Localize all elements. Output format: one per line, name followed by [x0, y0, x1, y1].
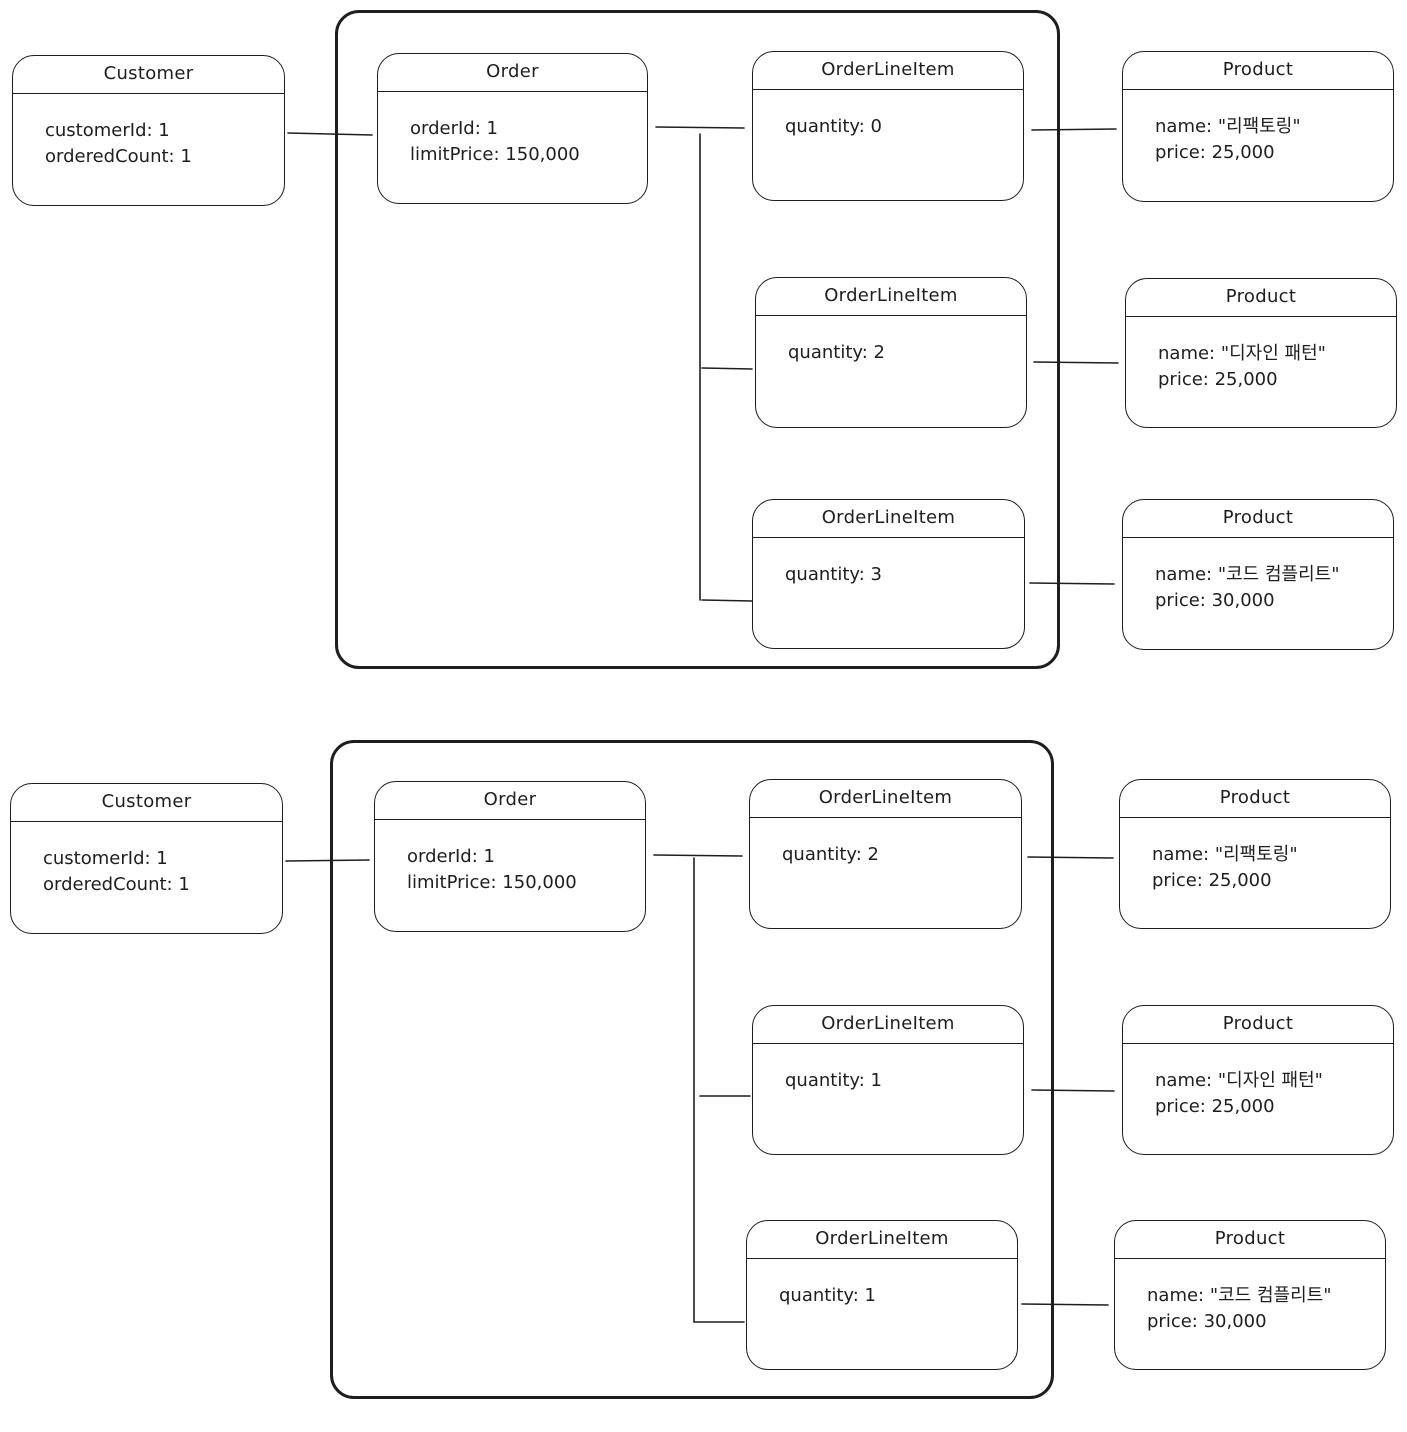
entity-field: quantity: 0	[785, 116, 882, 137]
customer-order-connector	[285, 859, 370, 862]
entity-field: price: 25,000	[1155, 1096, 1275, 1117]
entity-title: Product	[1120, 780, 1390, 818]
entity-field: quantity: 2	[788, 342, 885, 363]
entity-field: name: "코드 컴플리트"	[1155, 564, 1340, 585]
connector-lines	[287, 126, 1119, 602]
entity-field: name: "코드 컴플리트"	[1147, 1285, 1332, 1306]
entity-field: customerId: 1	[43, 848, 168, 869]
lineitem2-branch-connector	[701, 367, 753, 370]
order-line-item-entity[interactable]: OrderLineItem quantity: 3	[752, 499, 1025, 649]
order-line-item-entity[interactable]: OrderLineItem quantity: 2	[749, 779, 1022, 929]
entity-field: orderedCount: 1	[45, 146, 192, 167]
entity-field: quantity: 1	[785, 1070, 882, 1091]
lineitem2-product2-connector	[1031, 1089, 1115, 1092]
entity-title: Order	[375, 782, 645, 820]
entity-title: OrderLineItem	[756, 278, 1026, 316]
entity-field: limitPrice: 150,000	[407, 872, 577, 893]
entity-field: orderedCount: 1	[43, 874, 190, 895]
order-line-item-entity[interactable]: OrderLineItem quantity: 2	[755, 277, 1027, 428]
order-line-item-entity[interactable]: OrderLineItem quantity: 1	[752, 1005, 1024, 1155]
entity-title: Product	[1123, 1006, 1393, 1044]
entity-title: OrderLineItem	[750, 780, 1021, 818]
entity-title: Order	[378, 54, 647, 92]
diagram-after: Customer customerId: 1 orderedCount: 1 O…	[0, 728, 1407, 1432]
lineitem3-branch-connector	[701, 599, 753, 602]
entity-field: quantity: 1	[779, 1285, 876, 1306]
order-trunk-connector	[655, 126, 745, 129]
diagram-before: Customer customerId: 1 orderedCount: 1 O…	[0, 0, 1407, 704]
lineitem2-product2-connector	[1033, 361, 1119, 364]
product-entity[interactable]: Product name: "코드 컴플리트" price: 30,000	[1114, 1220, 1386, 1370]
order-aggregate-boundary	[330, 740, 1054, 1399]
entity-title: Product	[1115, 1221, 1385, 1259]
order-trunk-connector	[653, 854, 743, 857]
entity-field: limitPrice: 150,000	[410, 144, 580, 165]
entity-field: price: 25,000	[1155, 142, 1275, 163]
entity-title: Customer	[11, 784, 282, 822]
entity-title: OrderLineItem	[753, 500, 1024, 538]
product-entity[interactable]: Product name: "리팩토링" price: 25,000	[1119, 779, 1391, 929]
order-aggregate-boundary	[335, 10, 1060, 669]
entity-title: Product	[1123, 52, 1393, 90]
lineitem1-product1-connector	[1031, 128, 1117, 131]
lineitem3-product3-connector	[1029, 582, 1115, 585]
entity-title: Product	[1123, 500, 1393, 538]
entity-field: price: 30,000	[1147, 1311, 1267, 1332]
entity-field: price: 30,000	[1155, 590, 1275, 611]
entity-field: customerId: 1	[45, 120, 170, 141]
order-entity[interactable]: Order orderId: 1 limitPrice: 150,000	[377, 53, 648, 204]
entity-field: price: 25,000	[1152, 870, 1272, 891]
product-entity[interactable]: Product name: "디자인 패턴" price: 25,000	[1125, 278, 1397, 428]
order-line-item-entity[interactable]: OrderLineItem quantity: 0	[752, 51, 1024, 201]
entity-field: orderId: 1	[407, 846, 495, 867]
entity-field: quantity: 2	[782, 844, 879, 865]
entity-field: name: "디자인 패턴"	[1158, 343, 1326, 364]
entity-field: name: "리팩토링"	[1155, 116, 1301, 137]
entity-field: price: 25,000	[1158, 369, 1278, 390]
product-entity[interactable]: Product name: "코드 컴플리트" price: 30,000	[1122, 499, 1394, 650]
entity-title: Product	[1126, 279, 1396, 317]
customer-order-connector	[287, 132, 373, 136]
entity-field: orderId: 1	[410, 118, 498, 139]
lineitem1-product1-connector	[1027, 856, 1114, 859]
order-entity[interactable]: Order orderId: 1 limitPrice: 150,000	[374, 781, 646, 932]
order-line-item-entity[interactable]: OrderLineItem quantity: 1	[746, 1220, 1018, 1370]
entity-title: Customer	[13, 56, 284, 94]
product-entity[interactable]: Product name: "리팩토링" price: 25,000	[1122, 51, 1394, 202]
entity-field: quantity: 3	[785, 564, 882, 585]
product-entity[interactable]: Product name: "디자인 패턴" price: 25,000	[1122, 1005, 1394, 1155]
entity-field: name: "리팩토링"	[1152, 844, 1298, 865]
entity-title: OrderLineItem	[747, 1221, 1017, 1259]
customer-entity[interactable]: Customer customerId: 1 orderedCount: 1	[12, 55, 285, 206]
entity-title: OrderLineItem	[753, 52, 1023, 90]
connector-lines	[285, 854, 1115, 1323]
entity-title: OrderLineItem	[753, 1006, 1023, 1044]
lineitem3-product3-connector	[1021, 1303, 1109, 1306]
customer-entity[interactable]: Customer customerId: 1 orderedCount: 1	[10, 783, 283, 934]
entity-field: name: "디자인 패턴"	[1155, 1070, 1323, 1091]
